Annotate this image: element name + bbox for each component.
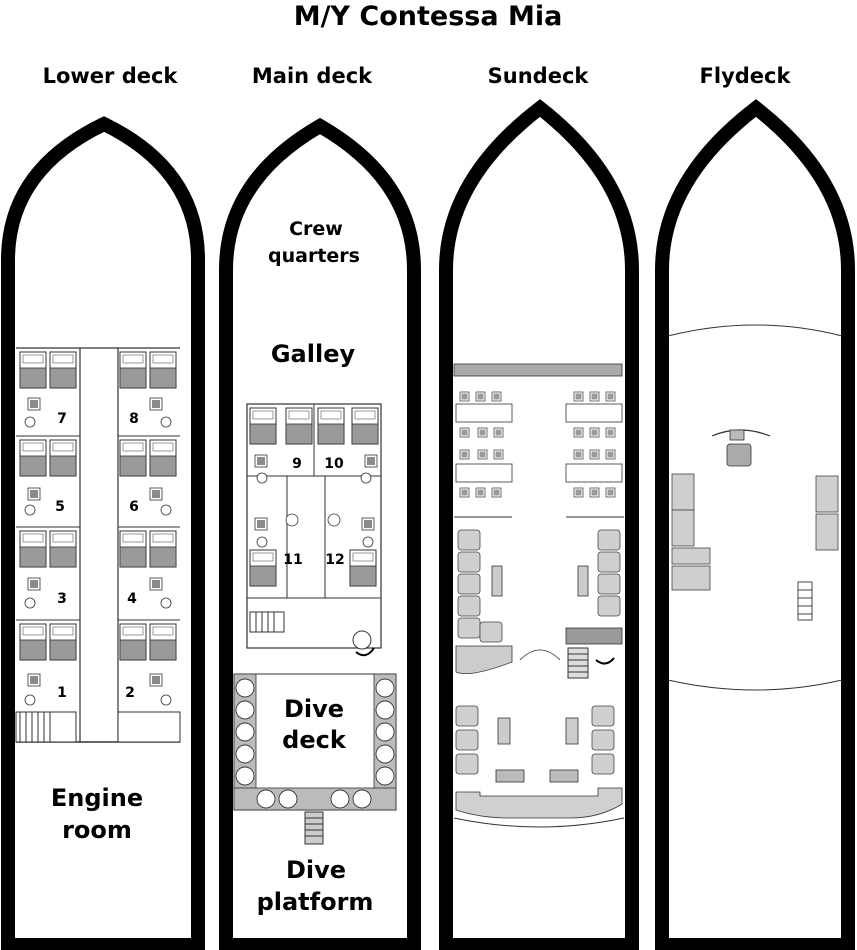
main-cabin-10: 10: [324, 456, 344, 472]
crew-quarters-label-line1: Crew: [289, 218, 343, 240]
sundeck-aft-lounge: [455, 705, 623, 819]
flydeck-plan: [655, 99, 855, 950]
main-deck-plan: Crew quarters Galley 9 10 11 12: [219, 117, 421, 950]
sundeck-heading: Sundeck: [488, 64, 590, 88]
lower-cabin-2: 2: [125, 685, 135, 701]
sundeck-hull: [439, 99, 639, 950]
lower-deck-plan: 7 8 5 6 3 4 1 2 Engine room: [1, 116, 205, 950]
lower-cabin-7: 7: [57, 411, 67, 427]
main-cabin-9: 9: [292, 456, 302, 472]
lower-cabin-8: 8: [129, 411, 139, 427]
lower-cabin-3: 3: [57, 591, 67, 607]
flydeck-heading: Flydeck: [700, 64, 792, 88]
plan-title: M/Y Contessa Mia: [294, 1, 563, 32]
engine-room-label-line2: room: [62, 816, 132, 844]
lower-cabin-1: 1: [57, 685, 67, 701]
sundeck-dining-area: [455, 391, 623, 498]
lower-cabin-6: 6: [129, 499, 139, 515]
main-cabin-12: 12: [325, 552, 344, 568]
flydeck-hull: [655, 99, 855, 950]
flydeck-sunbeds: [671, 473, 839, 591]
galley-label: Galley: [271, 340, 356, 368]
engine-room-label-line1: Engine: [51, 784, 143, 812]
crew-quarters-label-line2: quarters: [268, 245, 360, 267]
dive-platform-label-line1: Dive: [286, 856, 346, 884]
lower-deck-heading: Lower deck: [43, 64, 179, 88]
helm-station: [711, 429, 771, 467]
lower-cabin-grid: [16, 435, 180, 621]
sundeck-plan: [439, 99, 639, 950]
lower-cabin-4: 4: [127, 591, 137, 607]
main-cabin-11: 11: [283, 552, 302, 568]
dive-platform-label-line2: platform: [257, 888, 374, 916]
dive-deck-label-line1: Dive: [284, 695, 344, 723]
lower-cabin-5: 5: [55, 499, 65, 515]
sundeck-lounge-sofa: [457, 529, 621, 643]
dive-deck-label-line2: deck: [282, 726, 347, 754]
main-deck-heading: Main deck: [252, 64, 373, 88]
